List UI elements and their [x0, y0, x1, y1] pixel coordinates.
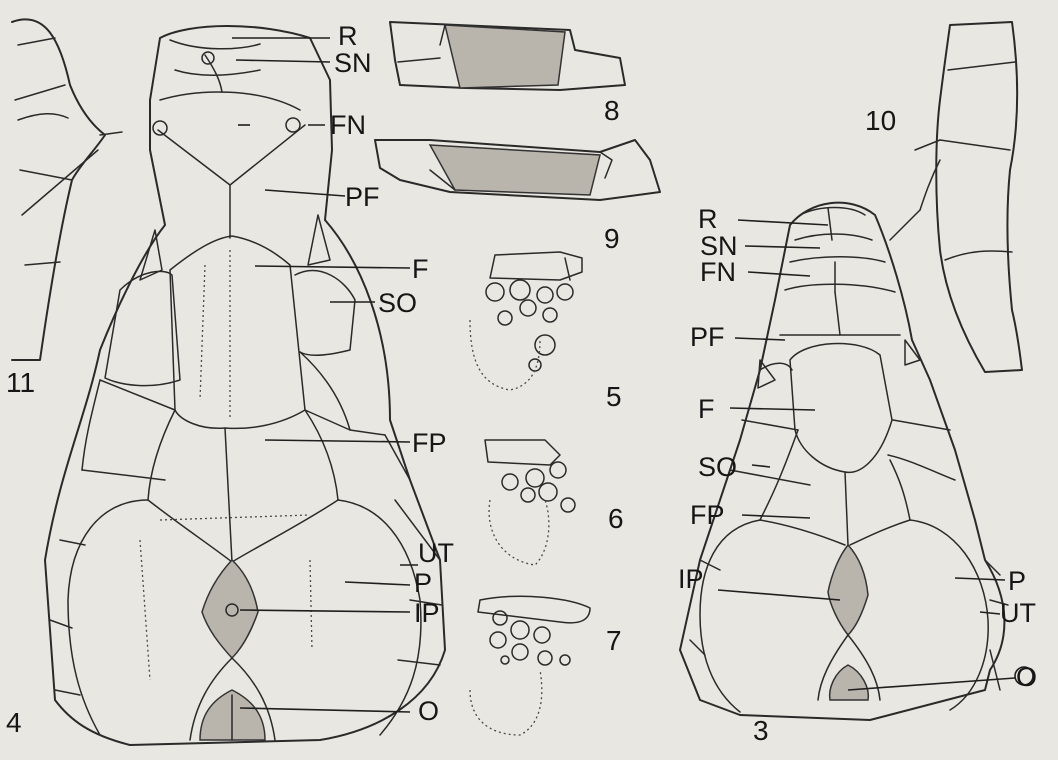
label-fig3-p: P: [1008, 566, 1026, 596]
figure-10-drawing: [890, 22, 1022, 372]
label-fig3-so: SO: [698, 452, 737, 482]
figure-5-drawing: [470, 252, 582, 390]
figure-8-drawing: [390, 22, 625, 90]
label-fig4-f: F: [412, 254, 429, 284]
label-fig3-pf: PF: [690, 322, 725, 352]
figure-number-11: 11: [6, 367, 35, 398]
label-fig3-r: R: [698, 204, 718, 234]
figure-number-8: 8: [604, 95, 620, 126]
figure-number-5: 5: [606, 381, 622, 412]
label-fig4-r: R: [338, 21, 358, 51]
label-fig3-ip: IP: [678, 564, 704, 594]
figure-7-drawing: [470, 596, 590, 735]
label-fig4-sn: SN: [334, 48, 372, 78]
figure-6-drawing: [485, 440, 575, 565]
figure-9-drawing: [375, 140, 660, 200]
label-fig4-fn: FN: [330, 110, 366, 140]
figure-number-7: 7: [606, 625, 622, 656]
label-fig3-ut: UT: [1000, 598, 1036, 628]
label-fig3-fp: FP: [690, 500, 725, 530]
label-fig3-f: F: [698, 394, 715, 424]
label-fig4-so: SO: [378, 288, 417, 318]
label-fig4-fp: FP: [412, 428, 447, 458]
label-fig4-ut: UT: [418, 538, 454, 568]
figure-number-6: 6: [608, 503, 624, 534]
label-fig4-o: O: [418, 696, 439, 726]
label-fig4-pf: PF: [345, 182, 380, 212]
figure-number-3: 3: [753, 715, 769, 746]
figure-11-drawing: [12, 19, 122, 360]
label-fig4-ip: IP: [414, 598, 440, 628]
label-fig3-o: O: [1016, 662, 1037, 692]
figure-number-4: 4: [6, 707, 22, 738]
figure-number-9: 9: [604, 223, 620, 254]
figure-number-10: 10: [865, 105, 896, 136]
label-fig3-fn: FN: [700, 257, 736, 287]
label-fig4-p: P: [414, 568, 432, 598]
